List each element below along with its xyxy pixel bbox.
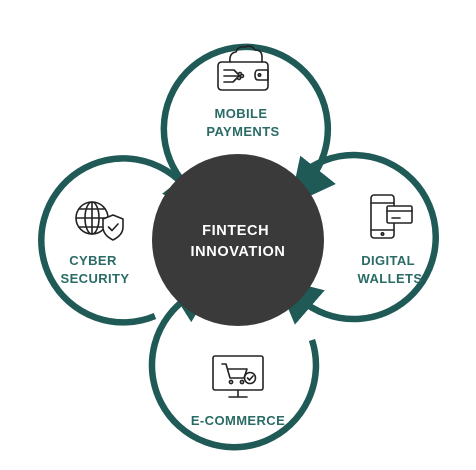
cyber-security-icon: [75, 201, 124, 241]
digital-wallets-label: DIGITAL WALLETS: [358, 253, 423, 286]
ecommerce-icon: [212, 355, 264, 398]
right-ring-arrow: [275, 151, 439, 325]
digital-wallet-icon: [370, 194, 413, 239]
digital-wallets-label-line2: WALLETS: [358, 271, 423, 286]
mobile-payments-label-line2: PAYMENTS: [206, 124, 279, 139]
center-title-line2: INNOVATION: [191, 244, 286, 260]
ecommerce-label: E-COMMERCE: [191, 413, 285, 428]
digital-wallets-label-line1: DIGITAL: [361, 253, 415, 268]
mobile-payments-label-line1: MOBILE: [215, 106, 268, 121]
center-circle: [152, 154, 324, 326]
cyber-security-label: CYBER SECURITY: [61, 253, 130, 286]
left-ring-arrow: [38, 155, 209, 326]
cyber-security-label-line1: CYBER: [69, 253, 117, 268]
center-title-line1: FINTECH: [202, 223, 269, 239]
cyber-security-label-line2: SECURITY: [61, 271, 130, 286]
bottom-ring-arrow: [148, 278, 320, 451]
center-title: FINTECH INNOVATION: [191, 223, 286, 260]
ecommerce-label-line1: E-COMMERCE: [191, 413, 285, 428]
mobile-payments-label: MOBILE PAYMENTS: [206, 106, 279, 139]
mobile-payments-icon: [217, 45, 269, 91]
